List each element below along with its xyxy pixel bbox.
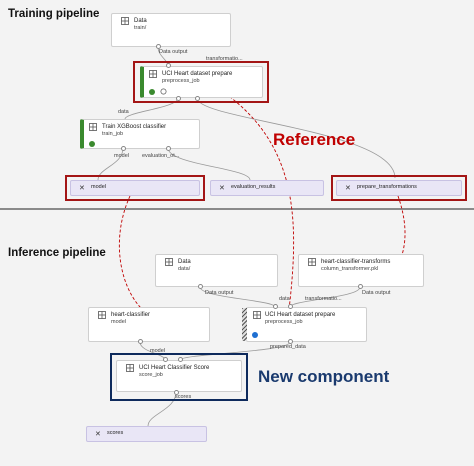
reference-callout: Reference bbox=[273, 130, 356, 149]
output-model[interactable]: ✕ model bbox=[70, 180, 200, 196]
train-node-title: Train XGBoost classifier bbox=[102, 124, 167, 130]
output-scores[interactable]: ✕ scores bbox=[86, 426, 207, 442]
output-icon: ✕ bbox=[79, 185, 85, 192]
output-port[interactable] bbox=[156, 44, 161, 49]
output-prepare-transformations[interactable]: ✕ prepare_transformations bbox=[336, 180, 462, 196]
output-transformations-label: prepare_transformations bbox=[357, 184, 417, 190]
reuse-icon bbox=[160, 88, 167, 95]
evaluation-label: evaluation_ot... bbox=[142, 153, 180, 159]
transformation-label: transformatio... bbox=[206, 56, 243, 62]
train-node-subtitle: train_job bbox=[102, 131, 124, 137]
model-icon bbox=[98, 311, 106, 319]
transforms-node-subtitle: column_transformer.pkl bbox=[321, 266, 379, 272]
prepare-node-title: UCI Heart dataset prepare bbox=[162, 71, 233, 77]
classifier-node[interactable]: heart-classifier model bbox=[88, 307, 210, 342]
edge-prepare-to-transformations bbox=[196, 97, 396, 179]
component-icon bbox=[89, 123, 97, 131]
output-scores-label: scores bbox=[107, 430, 124, 436]
output-port[interactable] bbox=[121, 146, 126, 151]
inference-pipeline-title: Inference pipeline bbox=[8, 247, 106, 259]
input-port[interactable] bbox=[166, 63, 171, 68]
data-output-label: Data output bbox=[205, 290, 234, 296]
reference-arrow-model bbox=[118, 195, 146, 313]
output-icon: ✕ bbox=[345, 185, 351, 192]
prepared-data-label: prepared_data bbox=[270, 344, 306, 350]
output-port[interactable] bbox=[288, 339, 293, 344]
data-node-title: Data bbox=[134, 18, 147, 24]
score-node[interactable]: UCI Heart Classifier Score score_job bbox=[116, 360, 242, 392]
highlight-transformations bbox=[331, 175, 467, 201]
component-icon bbox=[253, 311, 261, 319]
stripe-marker bbox=[242, 308, 247, 341]
score-node-subtitle: score_job bbox=[139, 372, 163, 378]
edge-train-to-model bbox=[97, 147, 124, 181]
data-label: data bbox=[118, 109, 129, 115]
dataset-icon bbox=[165, 258, 173, 266]
transformation-label: transformatio... bbox=[305, 296, 342, 302]
model-icon bbox=[308, 258, 316, 266]
component-icon bbox=[149, 70, 157, 78]
data-label: data bbox=[279, 296, 290, 302]
input-port[interactable] bbox=[288, 304, 293, 309]
output-evaluation-results[interactable]: ✕ evaluation_results bbox=[210, 180, 324, 196]
reference-arrow-prepare bbox=[212, 84, 295, 319]
component-icon bbox=[126, 364, 134, 372]
transforms-node[interactable]: heart-classifier-transforms column_trans… bbox=[298, 254, 424, 287]
model-label: model bbox=[114, 153, 129, 159]
data-node-train[interactable]: Data train/ bbox=[111, 13, 231, 47]
data-node-inference[interactable]: Data data/ bbox=[155, 254, 278, 287]
highlight-new-component bbox=[110, 353, 248, 401]
queued-status-icon bbox=[252, 332, 258, 338]
prepare-node-subtitle: preprocess_job bbox=[162, 78, 200, 84]
transforms-node-title: heart-classifier-transforms bbox=[321, 259, 391, 265]
prepare-node-subtitle: preprocess_job bbox=[265, 319, 303, 325]
success-check-icon bbox=[89, 141, 95, 147]
output-icon: ✕ bbox=[219, 185, 225, 192]
prepare-node-inference[interactable]: UCI Heart dataset prepare preprocess_job bbox=[242, 307, 367, 342]
output-port[interactable] bbox=[195, 96, 200, 101]
score-node-title: UCI Heart Classifier Score bbox=[139, 365, 210, 371]
success-check-icon bbox=[149, 89, 155, 95]
classifier-node-subtitle: model bbox=[111, 319, 126, 325]
data-node-subtitle: train/ bbox=[134, 25, 147, 31]
edge-prepare-to-score bbox=[179, 341, 291, 361]
output-evaluation-label: evaluation_results bbox=[231, 184, 276, 190]
highlight-model bbox=[65, 175, 205, 201]
inference-pipeline-panel: Inference pipeline bbox=[0, 209, 474, 466]
dataset-icon bbox=[121, 17, 129, 25]
training-pipeline-panel: Training pipeline bbox=[0, 0, 474, 209]
prepare-node-title: UCI Heart dataset prepare bbox=[265, 312, 336, 318]
data-output-label: Data output bbox=[159, 49, 188, 55]
output-port[interactable] bbox=[166, 146, 171, 151]
data-output-label: Data output bbox=[362, 290, 391, 296]
train-node[interactable]: Train XGBoost classifier train_job bbox=[80, 119, 200, 149]
output-port[interactable] bbox=[198, 284, 203, 289]
highlight-prepare bbox=[133, 61, 269, 103]
output-port[interactable] bbox=[174, 390, 179, 395]
scores-label: scores bbox=[175, 394, 192, 400]
model-label: model bbox=[150, 348, 165, 354]
input-port[interactable] bbox=[273, 304, 278, 309]
output-port[interactable] bbox=[176, 96, 181, 101]
classifier-node-title: heart-classifier bbox=[111, 312, 151, 318]
prepare-node-train[interactable]: UCI Heart dataset prepare preprocess_job bbox=[140, 66, 263, 98]
new-component-callout: New component bbox=[258, 367, 390, 386]
output-port[interactable] bbox=[358, 284, 363, 289]
edge-data-to-prepare-inf bbox=[199, 286, 276, 308]
data-node-title: Data bbox=[178, 259, 191, 265]
output-port[interactable] bbox=[138, 339, 143, 344]
edge-train-to-evaluation bbox=[167, 147, 251, 181]
data-node-subtitle: data/ bbox=[178, 266, 191, 272]
input-port[interactable] bbox=[178, 357, 183, 362]
input-port[interactable] bbox=[163, 357, 168, 362]
training-pipeline-title: Training pipeline bbox=[8, 8, 100, 20]
output-icon: ✕ bbox=[95, 431, 101, 438]
output-model-label: model bbox=[91, 184, 106, 190]
edge-score-to-scores bbox=[147, 391, 177, 427]
